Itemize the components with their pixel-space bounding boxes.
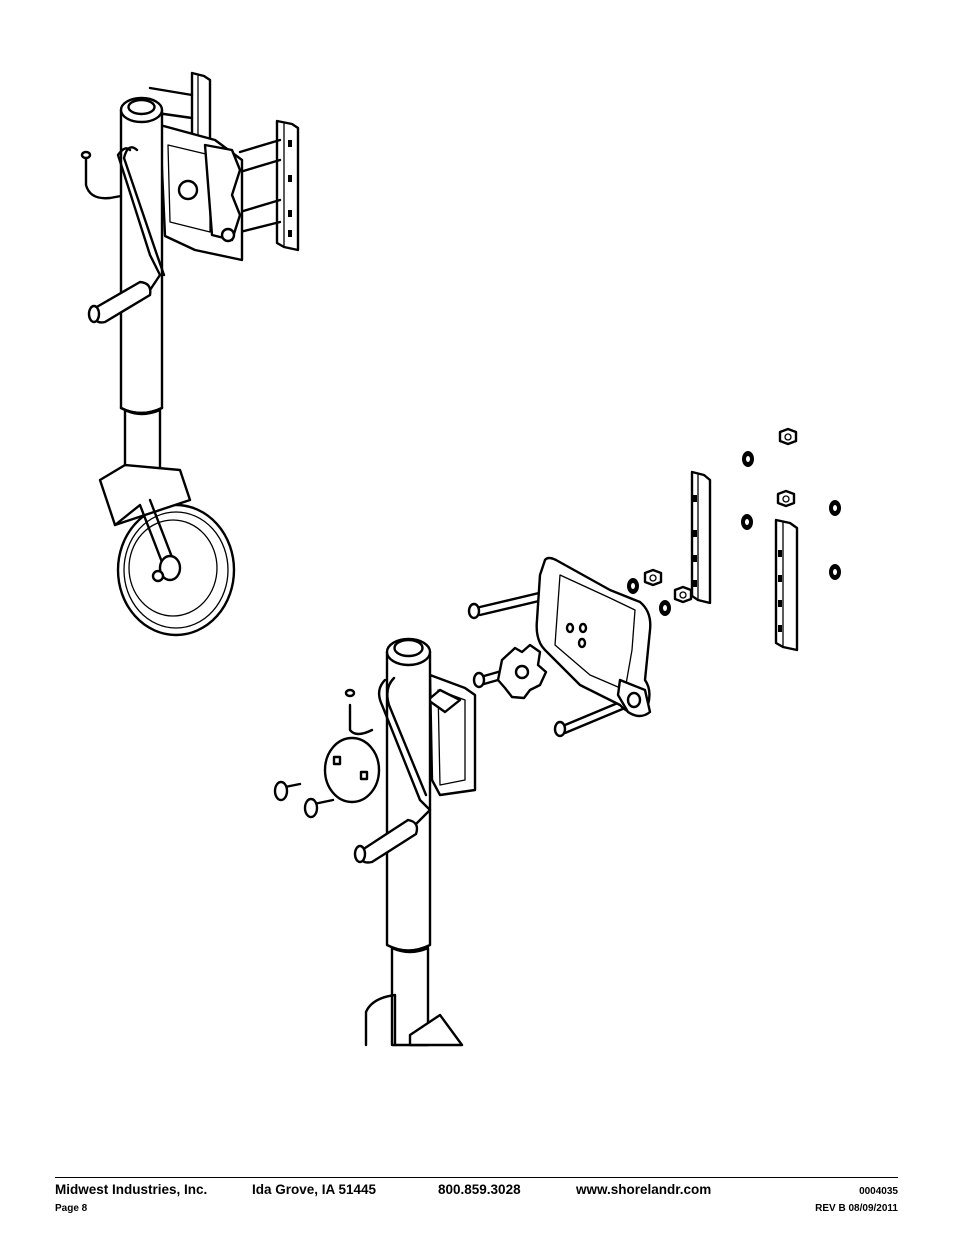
washer: [659, 600, 671, 616]
round-cover-plate: [323, 736, 381, 804]
exploded-mounting-bracket: [535, 556, 652, 718]
assembled-bracket: [158, 123, 244, 262]
footer-phone: 800.859.3028: [438, 1182, 521, 1197]
washer: [627, 578, 639, 594]
assembled-rail-left: [190, 71, 212, 144]
footer-part-number: 0004035: [859, 1186, 898, 1197]
long-bolt: [553, 698, 627, 738]
hex-nut: [776, 489, 796, 508]
assembled-jack: [80, 71, 300, 637]
washer: [741, 514, 753, 530]
footer-website: www.shorelandr.com: [576, 1182, 712, 1197]
footer-location: Ida Grove, IA 51445: [252, 1182, 377, 1197]
channel-rail-lower: [774, 518, 799, 652]
washer: [829, 564, 841, 580]
hex-nut: [778, 427, 798, 446]
channel-rail-upper: [690, 470, 712, 605]
assembled-upper-tube: [119, 96, 164, 415]
footer-company: Midwest Industries, Inc.: [55, 1182, 208, 1197]
assembled-crank-handle: [87, 146, 166, 324]
assembled-rail-right: [275, 119, 300, 252]
assembled-foot-wheel: [98, 463, 236, 637]
footer-rule: [55, 1177, 898, 1178]
footer-page-number: Page 8: [55, 1203, 88, 1214]
star-spacer-plate: [496, 643, 548, 700]
hex-nut: [673, 585, 693, 604]
carriage-bolt: [273, 780, 302, 802]
hex-nut: [643, 568, 663, 587]
exploded-jack: [344, 637, 477, 1047]
footer-revision: REV B 08/09/2011: [815, 1203, 898, 1214]
washer: [829, 500, 841, 516]
exploded-assembly-drawing: [80, 71, 841, 1047]
washer: [742, 451, 754, 467]
assembled-side-hook: [84, 153, 123, 200]
assembled-lower-tube: [123, 408, 162, 472]
carriage-bolt: [303, 797, 335, 819]
